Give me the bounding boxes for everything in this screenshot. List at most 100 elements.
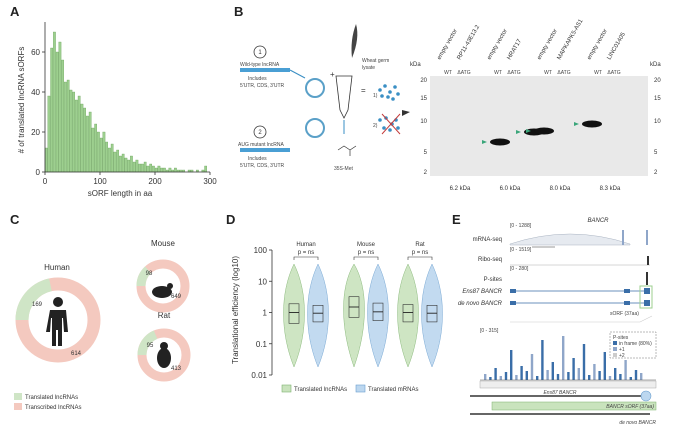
efficiency-violin xyxy=(283,263,305,368)
rat-silhouette-icon xyxy=(157,342,171,368)
blot-datg-label: ΔATG xyxy=(507,70,520,76)
psite-bar xyxy=(572,358,575,380)
psite-bar xyxy=(608,376,612,380)
mrna-peak-2 xyxy=(646,230,648,245)
panel-letter-a: A xyxy=(10,4,20,19)
blot-mw-right-label: 10 xyxy=(654,119,661,125)
histogram-bar xyxy=(108,147,111,173)
efficiency-pvalue-label: p = ns xyxy=(412,250,429,256)
psite-bar xyxy=(640,373,643,380)
protein-dot xyxy=(388,128,392,132)
histogram-bar xyxy=(138,163,141,173)
mutant-utr: 5'UTR, CDS, 3'UTR xyxy=(240,163,285,169)
range-ribo: [0 - 1519] xyxy=(510,247,532,253)
wildtype-includes: Includes xyxy=(248,76,267,82)
protein-dot xyxy=(382,126,386,130)
step-1-number: 1 xyxy=(258,50,262,56)
histogram-x-label: sORF length in aa xyxy=(88,189,153,198)
frame2-swatch xyxy=(613,353,617,357)
donut-translated-count: 95 xyxy=(147,343,154,349)
efficiency-y-tick-label: 0.01 xyxy=(251,371,267,380)
blot-mw-label: 10 xyxy=(420,119,427,125)
legend-mrna-label: Translated mRNAs xyxy=(368,387,418,393)
histogram-x-tick-label: 200 xyxy=(148,177,162,186)
blot-lane-label: RP11-43E13.2 xyxy=(457,24,482,61)
step-1-badge xyxy=(253,45,267,59)
histogram-bar xyxy=(119,155,122,173)
donut-translated-segment xyxy=(137,328,191,382)
blot-lane-label: HRAT17 xyxy=(507,38,524,61)
histogram-bar xyxy=(124,157,128,173)
wildtype-construct xyxy=(240,68,290,72)
range-zoom: [0 - 315] xyxy=(480,328,499,334)
legend-lncrna-swatch xyxy=(281,384,292,393)
psite-bar xyxy=(484,374,487,380)
wheat-germ-label: Wheat germ xyxy=(362,58,389,64)
mutant-includes: Includes xyxy=(248,156,267,162)
efficiency-group-label: Human xyxy=(296,242,315,248)
blot-membrane xyxy=(430,76,648,176)
translation-assay-schematic: 1 Wild-type lncRNA Includes 5'UTR, CDS, … xyxy=(238,24,410,172)
protein-dot xyxy=(396,92,400,96)
lysate-label: lysate xyxy=(362,65,375,71)
efficiency-y-label: Translational efficiency (log10) xyxy=(231,256,240,364)
protein-dot xyxy=(388,90,392,94)
protein-dot xyxy=(393,85,397,89)
range-psites: [0 - 280] xyxy=(510,266,529,272)
mutant-label: AUG mutant lncRNA xyxy=(238,142,285,148)
track-label-psites: P-sites xyxy=(484,277,502,283)
histogram-bar xyxy=(75,99,78,173)
mrna-coverage-track xyxy=(509,233,631,246)
histogram-bar xyxy=(141,163,144,173)
blot-lane-label: MAPKAPK5-AS1 xyxy=(557,18,585,61)
histogram-bar xyxy=(64,81,67,173)
psite-bar xyxy=(556,374,560,380)
psite-bar xyxy=(489,377,492,380)
histogram-bar xyxy=(157,165,161,173)
frame2-label: +2 xyxy=(619,353,625,359)
blot-size-label: 8.3 kDa xyxy=(600,186,621,192)
histogram-x-tick-label: 0 xyxy=(43,177,48,186)
tube-icon xyxy=(335,75,353,119)
psite-bar xyxy=(546,370,549,380)
psite-bar xyxy=(603,352,606,380)
blot-lane-label: empty vector xyxy=(587,28,609,61)
sequence-strip xyxy=(479,380,657,389)
histogram-bar xyxy=(174,167,177,173)
blot-size-label: 8.0 kDa xyxy=(550,186,571,192)
histogram-bar xyxy=(69,89,73,173)
psite-bar xyxy=(582,344,586,380)
denovo-exon-1 xyxy=(510,301,516,305)
efficiency-group-label: Rat xyxy=(415,242,425,248)
panel-letter-c: C xyxy=(10,212,20,227)
significance-bracket xyxy=(353,256,379,260)
blot-lane-label: empty vector xyxy=(487,28,509,61)
histogram-bar xyxy=(83,107,86,173)
histogram-y-label: # of translated lncRNA sORFs xyxy=(17,47,26,154)
psite-bar xyxy=(520,366,523,380)
panel-letter-d: D xyxy=(226,212,236,227)
efficiency-violin xyxy=(307,263,329,368)
histogram-y-tick-label: 0 xyxy=(36,168,41,177)
ens87-exon-3 xyxy=(644,288,650,294)
efficiency-violin xyxy=(367,263,389,368)
donut-translated-count: 98 xyxy=(146,271,153,277)
protein-dot xyxy=(390,122,394,126)
wildtype-label: Wild-type lncRNA xyxy=(240,62,280,68)
histogram-bar xyxy=(55,51,59,173)
legend-mrna-swatch xyxy=(355,384,366,393)
histogram-bar xyxy=(132,161,136,173)
donut-transcribed-count: 614 xyxy=(71,351,82,357)
psite-bar xyxy=(494,368,497,380)
donut-translated-segment xyxy=(136,259,190,313)
donut-transcribed-count: 649 xyxy=(171,294,182,300)
psite-bar xyxy=(567,372,570,380)
histogram-y-tick-label: 40 xyxy=(31,88,40,97)
histogram-bar xyxy=(149,163,152,173)
blot-band xyxy=(582,120,602,128)
protein-dots-icon xyxy=(378,84,400,132)
psites-peak xyxy=(646,272,648,285)
histogram-bar xyxy=(116,149,119,173)
efficiency-group-label: Mouse xyxy=(357,242,376,248)
